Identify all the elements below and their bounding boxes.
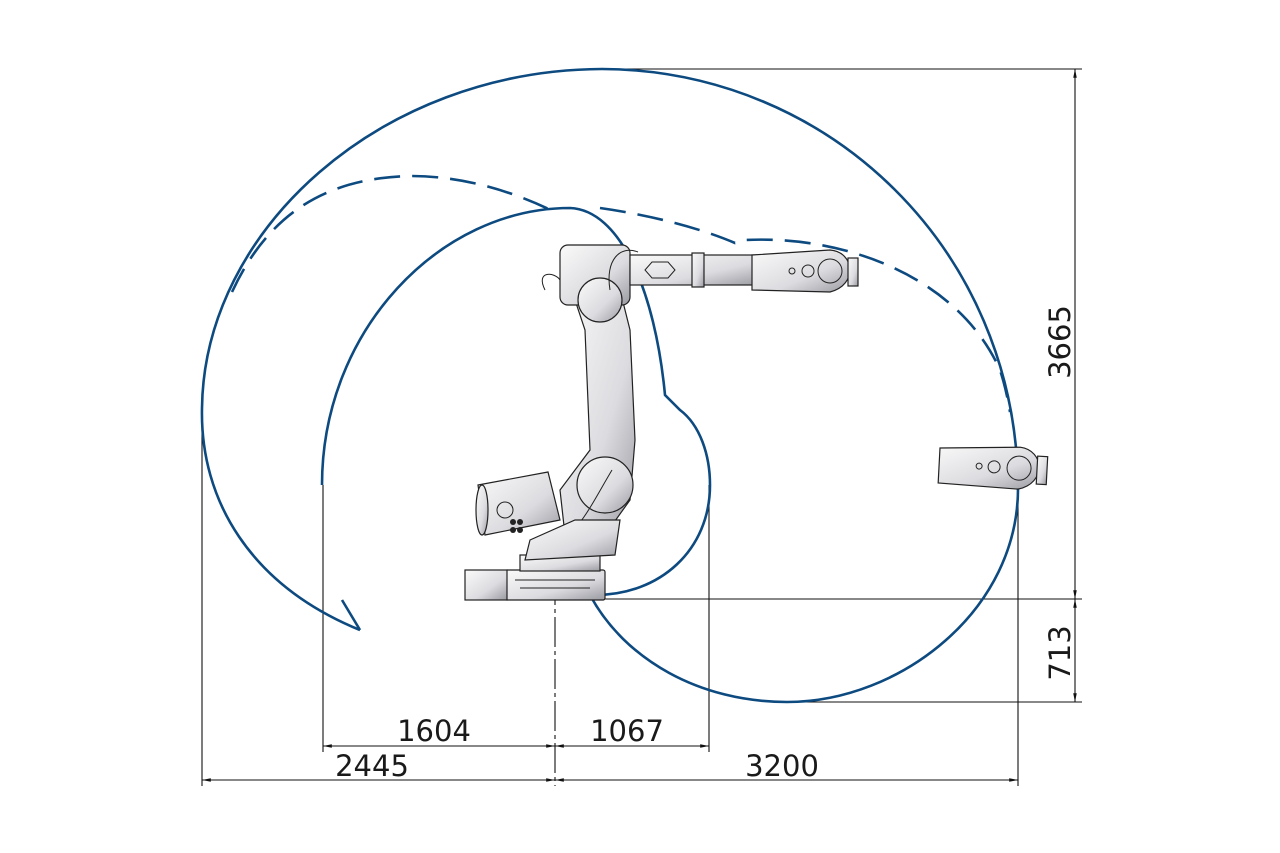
dim-label-2445: 2445 (335, 749, 409, 783)
dimension-lines (202, 69, 1077, 782)
dim-label-1067: 1067 (590, 714, 664, 748)
working-range-envelope (200, 67, 1020, 704)
dim-label-3200: 3200 (745, 749, 819, 783)
dashed-wrist-envelope (230, 174, 556, 293)
robot-base (504, 569, 606, 601)
dim-label-1604: 1604 (397, 714, 471, 748)
inner-envelope-curve (320, 206, 712, 597)
dim-label-3665: 3665 (1043, 305, 1077, 379)
extension-lines (201, 68, 1082, 786)
wrist (751, 249, 851, 293)
outer-envelope-curve (200, 67, 1020, 704)
robot-illustration (464, 244, 1049, 601)
wrist-max-reach (937, 446, 1049, 490)
dashed-wrist-envelope-right (599, 206, 1012, 413)
rear-motor (477, 471, 561, 536)
outer-envelope-hook (340, 599, 362, 631)
dim-label-713: 713 (1043, 625, 1077, 680)
base-connector (464, 569, 508, 601)
